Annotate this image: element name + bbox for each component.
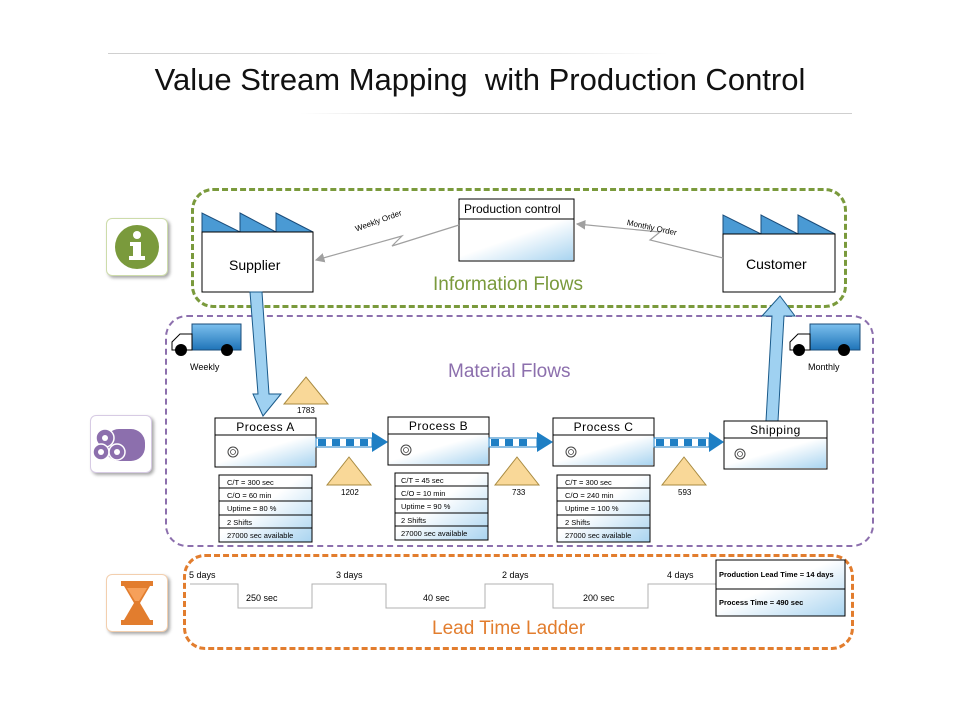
process-c-title: Process C	[573, 420, 634, 434]
inventory-a-triangle	[325, 456, 373, 486]
ladder-sec-1: 250 sec	[246, 593, 278, 603]
material-flows-region	[165, 315, 874, 547]
customer-label: Customer	[746, 256, 807, 272]
data-a-ct: C/T = 300 sec	[227, 478, 274, 487]
data-box-b	[394, 472, 489, 541]
shipping-title: Shipping	[750, 423, 801, 437]
truck-right-label: Monthly	[808, 362, 840, 372]
data-c-co: C/O = 240 min	[565, 491, 614, 500]
truck-right	[789, 323, 861, 356]
data-a-co: C/O = 60 min	[227, 491, 272, 500]
inventory-c-triangle	[660, 456, 708, 486]
inventory-b-label: 733	[512, 488, 526, 497]
lead-time-ladder-line	[190, 583, 716, 609]
process-time-label: Process Time = 490 sec	[719, 598, 804, 607]
process-c-box	[552, 417, 655, 467]
data-b-co: C/O = 10 min	[401, 489, 446, 498]
data-b-available: 27000 sec available	[401, 529, 468, 538]
material-rolls-icon	[90, 415, 152, 473]
process-a-box	[214, 417, 317, 468]
customer-factory	[722, 214, 836, 293]
data-b-ct: C/T = 45 sec	[401, 476, 444, 485]
supplier-factory	[201, 212, 314, 293]
push-arrow-b-c	[488, 432, 553, 452]
data-c-shifts: 2 Shifts	[565, 518, 591, 527]
lead-time-ladder-label: Lead Time Ladder	[432, 618, 586, 639]
process-a-title: Process A	[236, 420, 295, 434]
data-b-uptime: Uptime = 90 %	[401, 502, 451, 511]
push-arrow-c-shipping	[653, 432, 724, 452]
page-title: Value Stream Mapping with Production Con…	[154, 62, 806, 97]
top-divider	[108, 53, 668, 54]
information-flows-region	[191, 188, 847, 308]
weekly-order-arrow	[314, 224, 460, 263]
supplier-shipment-arrow	[249, 291, 283, 417]
data-box-c	[556, 474, 651, 543]
monthly-order-arrow	[575, 220, 724, 259]
data-c-uptime: Uptime = 100 %	[565, 504, 619, 513]
production-control-box	[458, 198, 575, 262]
data-a-available: 27000 sec available	[227, 531, 294, 540]
inventory-c-label: 593	[678, 488, 692, 497]
information-flows-label: Information Flows	[433, 274, 583, 295]
data-box-a	[218, 474, 313, 543]
customer-shipment-arrow	[760, 295, 796, 422]
push-arrow-a-b	[315, 432, 388, 452]
data-a-shifts: 2 Shifts	[227, 518, 253, 527]
production-control-label: Production control	[464, 202, 561, 216]
ladder-days-1: 5 days	[189, 570, 216, 580]
ladder-days-3: 2 days	[502, 570, 529, 580]
process-b-title: Process B	[408, 419, 469, 433]
ladder-sec-3: 200 sec	[583, 593, 615, 603]
hourglass-icon	[106, 574, 168, 632]
inventory-a-label: 1202	[341, 488, 359, 497]
process-b-box	[387, 416, 490, 466]
material-flows-label: Material Flows	[448, 361, 571, 382]
inventory-raw-triangle	[282, 376, 330, 405]
inventory-raw-label: 1783	[297, 406, 315, 415]
inventory-b-triangle	[493, 456, 541, 486]
ladder-sec-2: 40 sec	[423, 593, 450, 603]
shipping-box	[723, 420, 828, 470]
truck-left-label: Weekly	[190, 362, 220, 372]
supplier-label: Supplier	[229, 257, 281, 273]
ladder-days-4: 4 days	[667, 570, 694, 580]
lead-time-ladder-region	[183, 554, 854, 650]
data-c-ct: C/T = 300 sec	[565, 478, 612, 487]
lead-time-summary-box	[715, 559, 846, 617]
data-c-available: 27000 sec available	[565, 531, 632, 540]
title-divider	[300, 113, 852, 114]
truck-left	[171, 323, 242, 356]
ladder-days-2: 3 days	[336, 570, 363, 580]
data-b-shifts: 2 Shifts	[401, 516, 427, 525]
info-icon	[106, 218, 168, 276]
data-a-uptime: Uptime = 80 %	[227, 504, 277, 513]
production-lead-time-label: Production Lead Time = 14 days	[719, 570, 834, 579]
